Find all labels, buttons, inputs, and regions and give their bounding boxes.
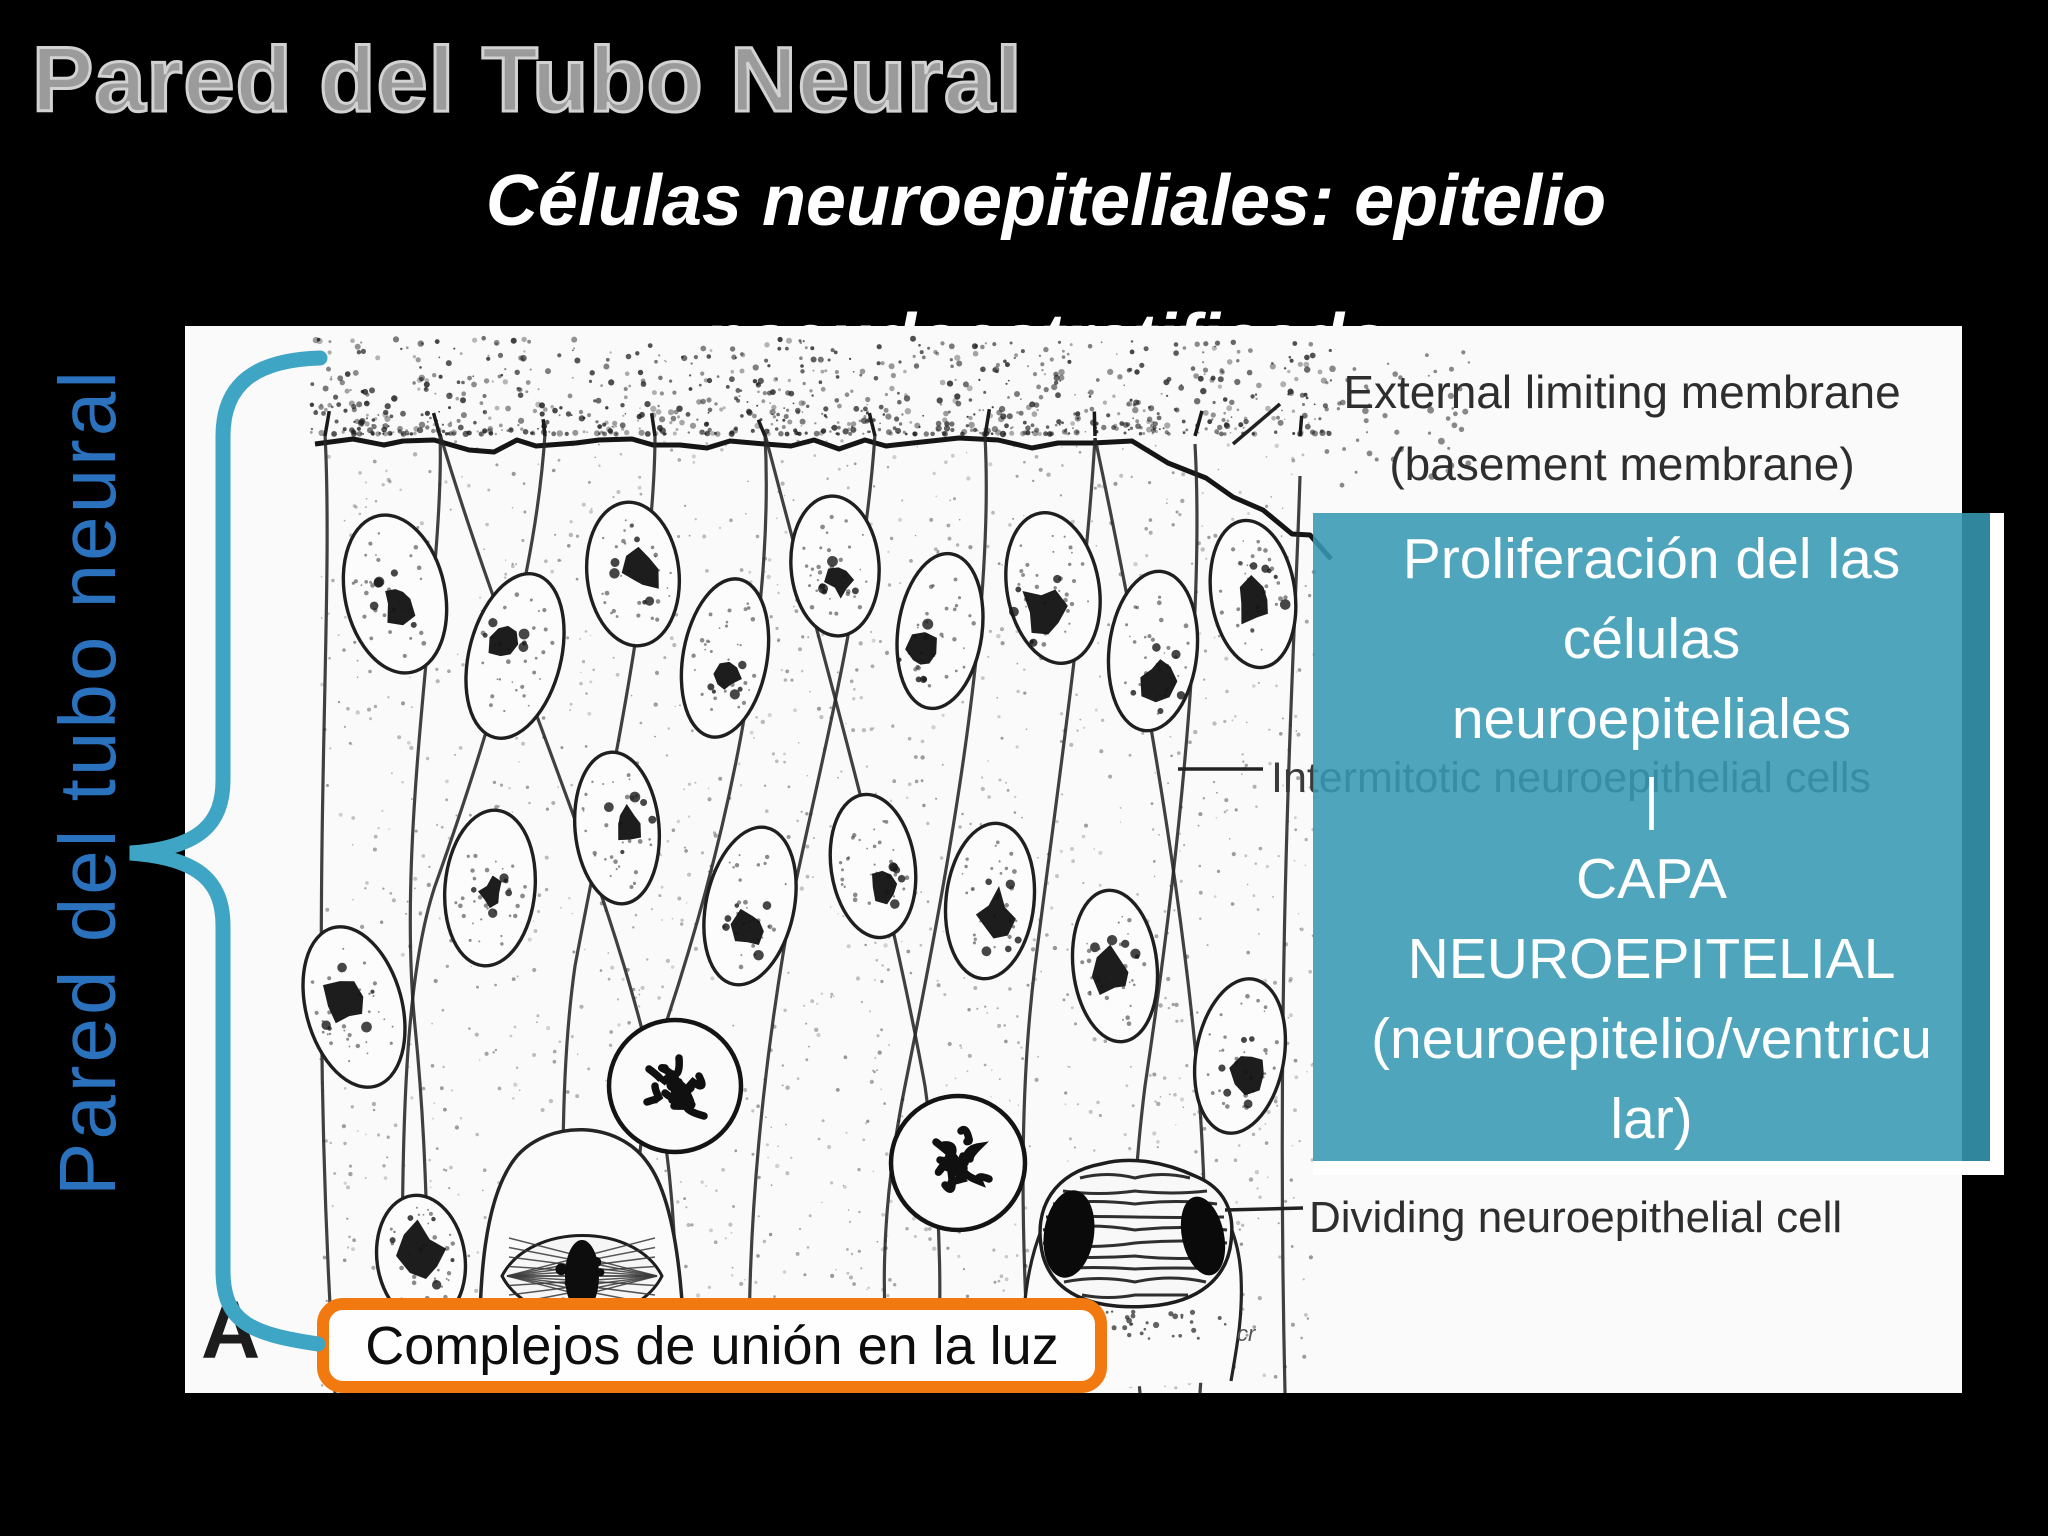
neuroepithelium-illustration (301, 335, 1472, 1393)
figure-signature: cr (1237, 1321, 1256, 1346)
page-title: Pared del Tubo Neural (31, 28, 1024, 133)
external-limiting-membrane-line2: (basement membrane) (1389, 438, 1855, 490)
junction-callout-text: Complejos de unión en la luz (365, 1315, 1059, 1376)
subtitle-line1: Células neuroepiteliales: epitelio (485, 161, 1607, 241)
external-limiting-membrane-line1: External limiting membrane (1343, 366, 1901, 418)
proliferation-callout-text: Proliferación del las células neuroepite… (1371, 527, 1932, 1151)
external-limiting-membrane-label: External limiting membrane (basement mem… (1277, 356, 1967, 500)
proliferation-callout: Proliferación del las células neuroepite… (1313, 513, 2004, 1175)
curly-brace-icon (129, 350, 328, 1352)
junction-callout: Complejos de unión en la luz (317, 1298, 1107, 1393)
dividing-cell-label: Dividing neuroepithelial cell (1309, 1193, 1843, 1242)
